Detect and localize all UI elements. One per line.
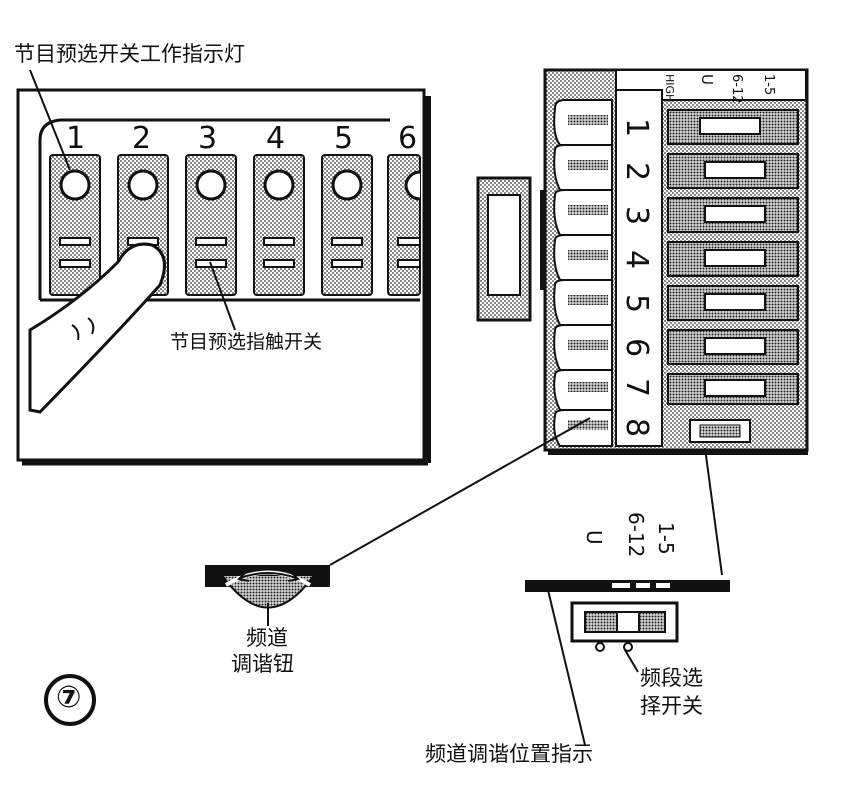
channel-number-4: 4 <box>619 250 654 270</box>
channel-number-6: 6 <box>619 338 654 358</box>
band-scale-leader-line <box>704 447 723 576</box>
band-slider-rows <box>667 109 799 443</box>
preset-button-1[interactable] <box>49 154 101 296</box>
band-mark-1-5: 1-5 <box>654 522 678 555</box>
tuning-knob[interactable] <box>205 565 330 609</box>
band-mark-u: U <box>582 530 606 545</box>
band-switch-label-line2: 择开关 <box>640 694 703 718</box>
preset-number-6: 6 <box>398 121 418 156</box>
tuning-position-label: 频道调谐位置指示 <box>425 742 593 766</box>
preset-button-5[interactable] <box>321 154 373 296</box>
tuning-panel <box>543 68 809 455</box>
header-band-6-12: 6-12 <box>729 74 744 104</box>
band-select-switch[interactable] <box>570 601 679 652</box>
cover-plate <box>476 176 546 322</box>
channel-number-1: 1 <box>619 118 654 138</box>
band-switch-label-line1: 频段选 <box>640 666 703 690</box>
band-switch-leader-line <box>624 649 639 673</box>
tuning-wheels <box>553 99 613 447</box>
tuning-position-leader-line <box>547 589 586 746</box>
channel-number-3: 3 <box>619 206 654 226</box>
preset-number-1: 1 <box>66 121 86 156</box>
finger-illustration <box>28 242 166 414</box>
header-band-1-5: 1-5 <box>761 74 776 96</box>
tuning-knob-label-line2: 调谐钮 <box>231 652 294 676</box>
rotate-arrow-icon <box>287 571 301 582</box>
indicator-light-label: 节目预选开关工作指示灯 <box>14 42 245 66</box>
tuning-knob-leader-line <box>329 417 591 566</box>
preset-number-3: 3 <box>198 121 218 156</box>
preset-button-3[interactable] <box>185 154 237 296</box>
preset-button-6[interactable] <box>387 154 421 296</box>
figure-number-circle <box>44 674 96 726</box>
preset-number-2: 2 <box>132 121 152 156</box>
tuning-knob-label-line1: 频道 <box>246 626 288 650</box>
channel-number-5: 5 <box>619 294 654 314</box>
rotate-arrow-icon <box>236 571 250 582</box>
channel-number-8: 8 <box>619 418 654 438</box>
band-scale-bar <box>525 580 730 592</box>
indicator-leader-line <box>29 69 71 171</box>
header-band-u: U <box>698 74 716 85</box>
preset-number-4: 4 <box>266 121 286 156</box>
preset-button-4[interactable] <box>253 154 305 296</box>
channel-number-2: 2 <box>619 162 654 182</box>
touch-switch-label: 节目预选指触开关 <box>170 331 323 353</box>
figure-number: ⑦ <box>56 680 82 715</box>
header-band-high: HIGH <box>663 74 676 103</box>
channel-number-7: 7 <box>619 378 654 398</box>
band-mark-6-12: 6-12 <box>624 512 648 558</box>
touch-switch-leader-line <box>209 261 236 331</box>
preset-number-5: 5 <box>334 121 354 156</box>
